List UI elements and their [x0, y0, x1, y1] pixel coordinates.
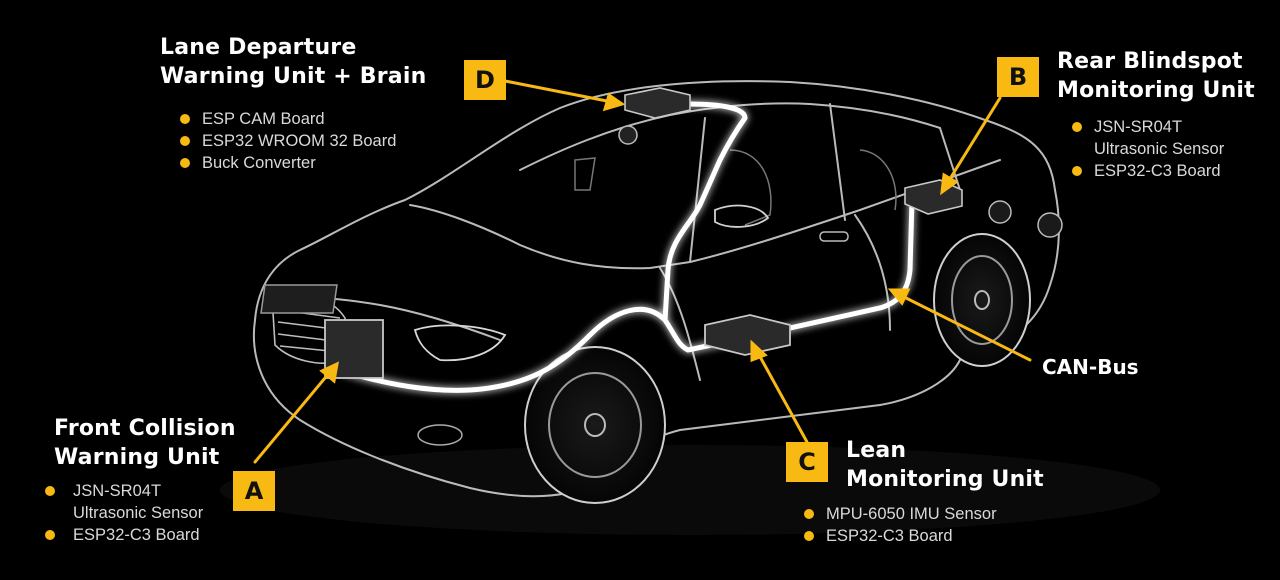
module-d-box: [618, 87, 691, 145]
unit-d-title: Lane Departure Warning Unit + Brain: [160, 33, 426, 91]
list-item: ESP CAM Board: [180, 108, 396, 130]
ground-shadow: [220, 445, 1160, 535]
side-mirror: [714, 204, 770, 228]
module-a-box: [260, 284, 384, 379]
unit-b-title-line-1: Rear Blindspot: [1057, 49, 1243, 74]
unit-a-title-line-1: Front Collision: [54, 416, 236, 441]
can-bus-wire: [342, 101, 915, 393]
badge-d: D: [464, 60, 506, 100]
unit-c-title-line-2: Monitoring Unit: [846, 467, 1044, 492]
headlight: [413, 324, 507, 362]
unit-c-components: MPU-6050 IMU Sensor ESP32-C3 Board: [804, 503, 997, 547]
unit-c-title: Lean Monitoring Unit: [846, 436, 1044, 494]
callout-arrows: [253, 79, 1032, 464]
list-item: MPU-6050 IMU Sensor: [804, 503, 997, 525]
unit-c-title-line-1: Lean: [846, 438, 907, 463]
badge-b: B: [997, 57, 1039, 97]
rear-wheel: [933, 233, 1031, 367]
front-wheel: [524, 346, 666, 504]
unit-b-title-line-2: Monitoring Unit: [1057, 78, 1255, 103]
badge-a: A: [233, 471, 275, 511]
can-bus-label: CAN-Bus: [1042, 355, 1139, 379]
unit-d-components: ESP CAM Board ESP32 WROOM 32 Board Buck …: [180, 108, 396, 174]
unit-b-title: Rear Blindspot Monitoring Unit: [1057, 47, 1255, 105]
unit-a-title-line-2: Warning Unit: [54, 445, 220, 470]
badge-c: C: [786, 442, 828, 482]
module-c-box: [704, 314, 791, 356]
list-item: ESP32-C3 Board: [1072, 160, 1224, 182]
list-item: ESP32-C3 Board: [45, 524, 203, 546]
interior: [574, 149, 897, 226]
fog-light: [417, 424, 463, 446]
door-handle: [819, 231, 849, 242]
unit-a-title: Front Collision Warning Unit: [54, 414, 236, 472]
list-item: Buck Converter: [180, 152, 396, 174]
unit-d-title-line-1: Lane Departure: [160, 35, 357, 60]
list-item: ESP32-C3 Board: [804, 525, 997, 547]
module-b-box: [904, 179, 1063, 238]
unit-d-title-line-2: Warning Unit + Brain: [160, 64, 427, 89]
list-item: ESP32 WROOM 32 Board: [180, 130, 396, 152]
